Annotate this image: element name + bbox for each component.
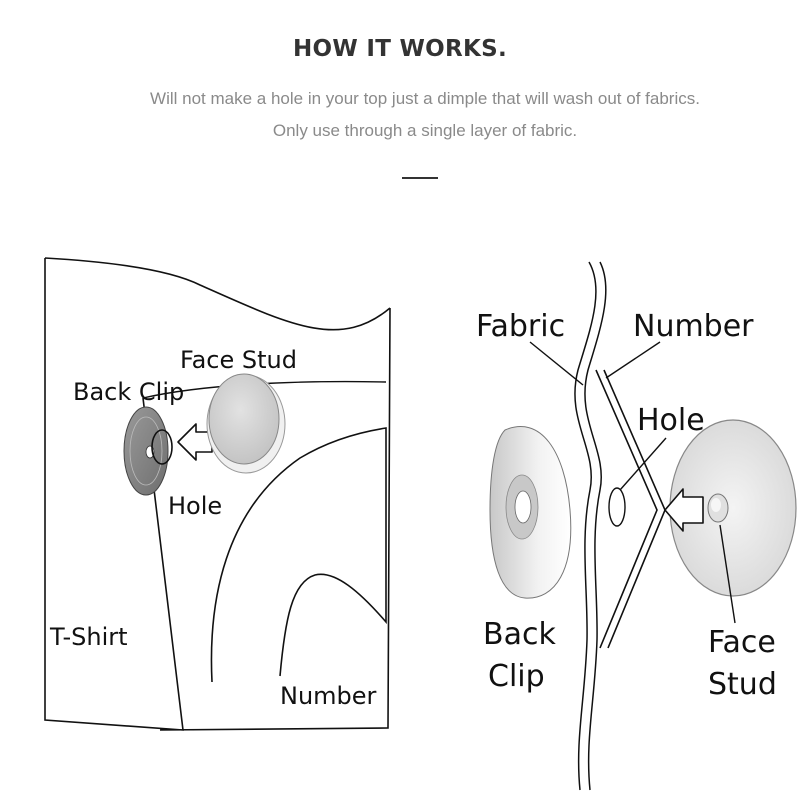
hole-ring (151, 429, 173, 465)
fabric-line-inner (584, 261, 607, 791)
face-stud-icon (206, 373, 286, 474)
face-stud-large-icon (669, 419, 797, 597)
number-patch (210, 427, 387, 683)
title-divider (402, 177, 438, 179)
subtitle-line-1: Will not make a hole in your top just a … (150, 89, 700, 108)
back-clip-large-icon (489, 426, 572, 599)
push-arrow-right-icon (664, 488, 704, 532)
hole-leader (619, 437, 667, 491)
subtitle-line-2: Only use through a single layer of fabri… (272, 121, 578, 140)
label-number-left: Number (280, 682, 377, 710)
label-hole-left: Hole (168, 492, 222, 520)
face-stud-leader (719, 524, 736, 624)
page-title: HOW IT WORKS. (292, 36, 508, 62)
number-layer-line (595, 369, 658, 649)
fabric-leader (529, 341, 584, 386)
label-fabric: Fabric (476, 309, 565, 344)
label-face: Face (708, 625, 776, 660)
tshirt-outline (44, 257, 391, 731)
left-diagram: Face Stud Back Clip Hole T-Shirt Number (44, 257, 391, 731)
label-hole-right: Hole (637, 403, 705, 438)
fabric-line (574, 261, 597, 791)
label-clip: Clip (488, 659, 545, 694)
label-stud: Stud (708, 667, 777, 702)
right-diagram: Fabric Number Hole Back Clip Face Stud (476, 261, 797, 791)
hole-ellipse (608, 487, 626, 527)
label-tshirt: T-Shirt (49, 623, 128, 651)
back-clip-icon (123, 406, 169, 496)
label-back-clip: Back Clip (73, 378, 184, 406)
label-number-right: Number (633, 309, 754, 344)
number-leader (605, 341, 661, 379)
label-back: Back (483, 617, 556, 652)
label-face-stud: Face Stud (180, 346, 297, 374)
